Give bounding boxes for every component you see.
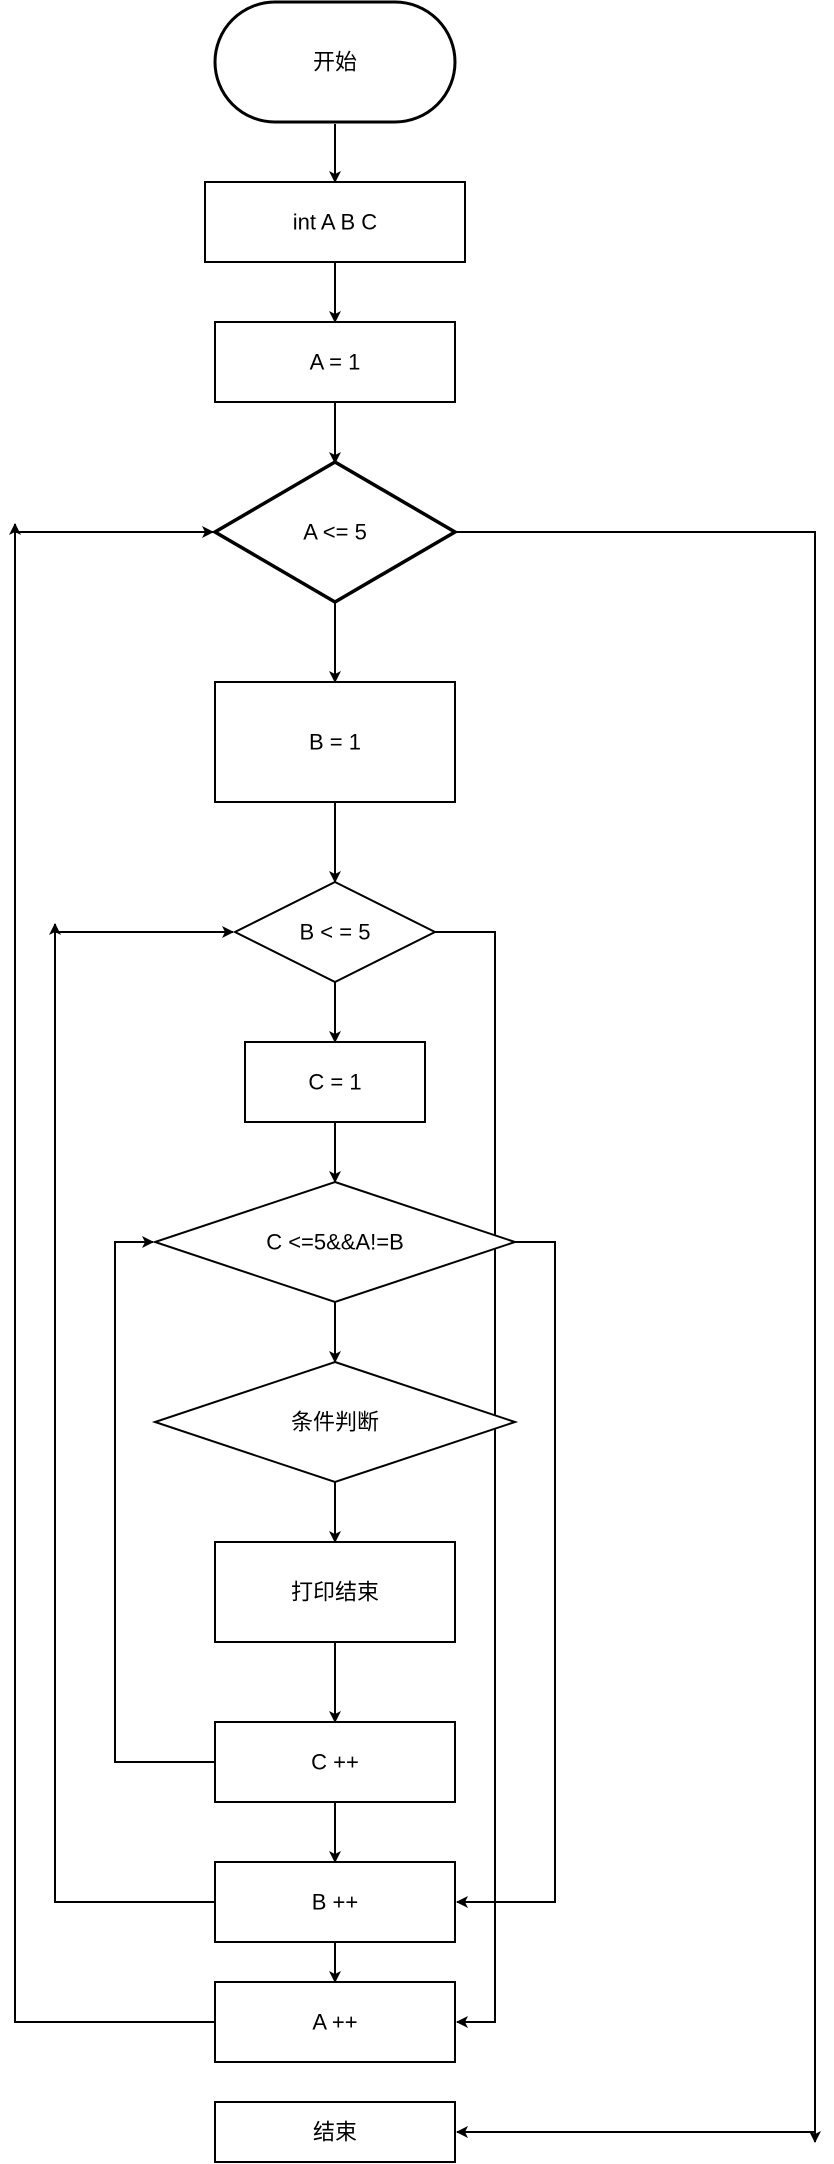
edge-inc-c-loop-to-cond-c — [114, 1236, 215, 1763]
declare-box — [204, 181, 466, 263]
edge-cond-b-false-to-inc-a — [435, 931, 496, 2028]
declare-label: int A B C — [293, 210, 377, 235]
print-end-box — [214, 1541, 456, 1643]
end-box — [214, 2101, 456, 2163]
inc-c-box — [214, 1721, 456, 1803]
init-a-box — [214, 321, 456, 403]
cond-a-label: A <= 5 — [303, 520, 367, 545]
cond-c-diamond — [151, 1180, 519, 1304]
cond-b-diamond — [232, 880, 438, 984]
init-a-label: A = 1 — [310, 350, 361, 375]
nodes — [151, 0, 519, 2163]
inc-c-label: C ++ — [311, 1750, 359, 1775]
edge-inc-a-loop-to-cond-a — [14, 526, 215, 2023]
print-end-label: 打印结束 — [291, 1580, 379, 1605]
cond-a-diamond — [211, 459, 459, 605]
connectors — [9, 124, 821, 2143]
check-diamond — [151, 1360, 519, 1484]
edge-inc-b-loop-to-cond-b — [54, 926, 234, 1903]
inc-b-box — [214, 1861, 456, 1943]
inc-a-box — [214, 1981, 456, 2063]
cond-b-label: B < = 5 — [300, 920, 371, 945]
start-label: 开始 — [313, 50, 357, 75]
inc-a-label: A ++ — [312, 2010, 357, 2035]
start-terminator — [213, 0, 457, 124]
edge-cond-c-false-to-inc-b — [456, 1241, 556, 1908]
init-b-box — [214, 681, 456, 803]
edge-cond-a-false-right — [455, 531, 821, 2143]
init-b-label: B = 1 — [309, 730, 361, 755]
cond-c-label: C <=5&&A!=B — [266, 1230, 404, 1255]
inc-b-label: B ++ — [312, 1890, 358, 1915]
init-c-label: C = 1 — [308, 1070, 361, 1095]
init-c-box — [244, 1041, 426, 1123]
labels: 开始 int A B C A = 1 A <= 5 B = 1 B < = 5 … — [266, 50, 404, 2145]
end-label: 结束 — [313, 2120, 357, 2145]
check-label: 条件判断 — [291, 1410, 379, 1435]
